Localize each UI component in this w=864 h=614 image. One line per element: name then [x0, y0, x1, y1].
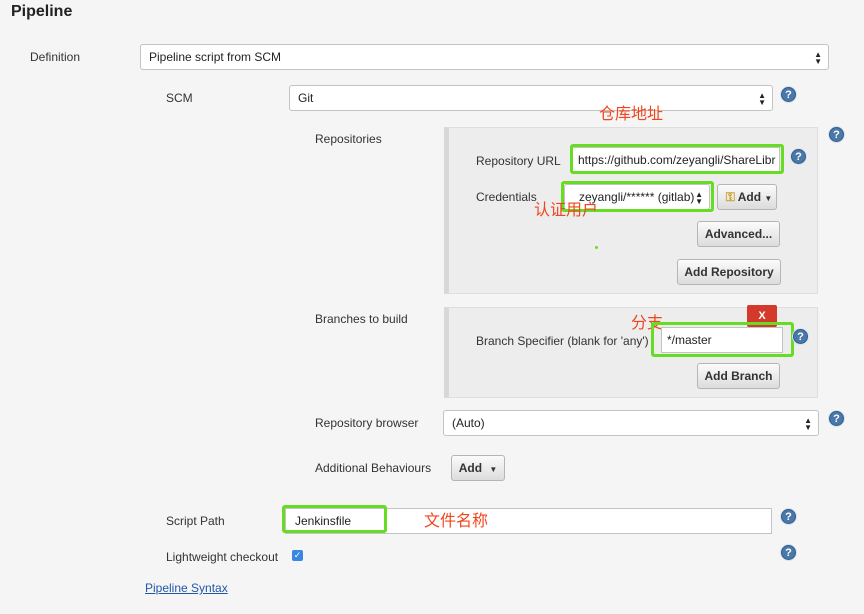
repo-browser-select[interactable]: (Auto) ▲▼ [443, 410, 819, 436]
script-path-highlight-box [282, 505, 387, 533]
repo-browser-label: Repository browser [315, 416, 418, 430]
repo-browser-value: (Auto) [452, 416, 485, 430]
credentials-label: Credentials [476, 190, 537, 204]
branches-label: Branches to build [315, 312, 408, 326]
section-title: Pipeline [11, 3, 72, 21]
annotation-auth-user: 认证用户 [534, 196, 598, 220]
annotation-repo-address: 仓库地址 [599, 100, 663, 124]
behaviours-add-button[interactable]: Add ▼ [451, 455, 505, 481]
definition-value: Pipeline script from SCM [149, 50, 281, 64]
branch-specifier-help-icon[interactable]: ? [793, 329, 808, 344]
add-repository-button[interactable]: Add Repository [677, 259, 781, 285]
annotation-file-name: 文件名称 [424, 507, 488, 531]
behaviours-add-label: Add [459, 461, 482, 475]
select-arrows-icon: ▲▼ [758, 86, 766, 106]
credentials-add-button[interactable]: ⚿ Add ▼ [717, 184, 777, 210]
add-branch-button[interactable]: Add Branch [697, 363, 780, 389]
repository-url-help-icon[interactable]: ? [791, 149, 806, 164]
lightweight-label: Lightweight checkout [166, 550, 278, 564]
pipeline-syntax-link[interactable]: Pipeline Syntax [145, 581, 228, 595]
scm-label: SCM [166, 91, 193, 105]
repositories-help-icon[interactable]: ? [829, 127, 844, 142]
repository-url-label: Repository URL [476, 154, 561, 168]
scm-select[interactable]: Git ▲▼ [289, 85, 773, 111]
select-arrows-icon: ▲▼ [814, 45, 822, 65]
behaviours-label: Additional Behaviours [315, 461, 431, 475]
dropdown-arrow-icon: ▼ [489, 465, 497, 474]
scm-help-icon[interactable]: ? [781, 87, 796, 102]
definition-select[interactable]: Pipeline script from SCM ▲▼ [140, 44, 829, 70]
branch-specifier-label: Branch Specifier (blank for 'any') [476, 334, 649, 348]
url-highlight-box [570, 144, 784, 174]
key-icon: ⚿ [726, 190, 735, 204]
script-path-help-icon[interactable]: ? [781, 509, 796, 524]
dropdown-arrow-icon: ▼ [764, 194, 772, 203]
select-arrows-icon: ▲▼ [804, 411, 812, 431]
credentials-add-label: Add [738, 190, 761, 204]
script-path-label: Script Path [166, 514, 225, 528]
branch-highlight-box [651, 322, 794, 357]
lightweight-help-icon[interactable]: ? [781, 545, 796, 560]
repositories-label: Repositories [315, 132, 382, 146]
definition-label: Definition [30, 50, 80, 64]
advanced-button[interactable]: Advanced... [697, 221, 780, 247]
repo-browser-help-icon[interactable]: ? [829, 411, 844, 426]
scm-value: Git [298, 91, 313, 105]
green-dot [595, 246, 598, 249]
lightweight-checkbox[interactable]: ✓ [292, 550, 303, 561]
